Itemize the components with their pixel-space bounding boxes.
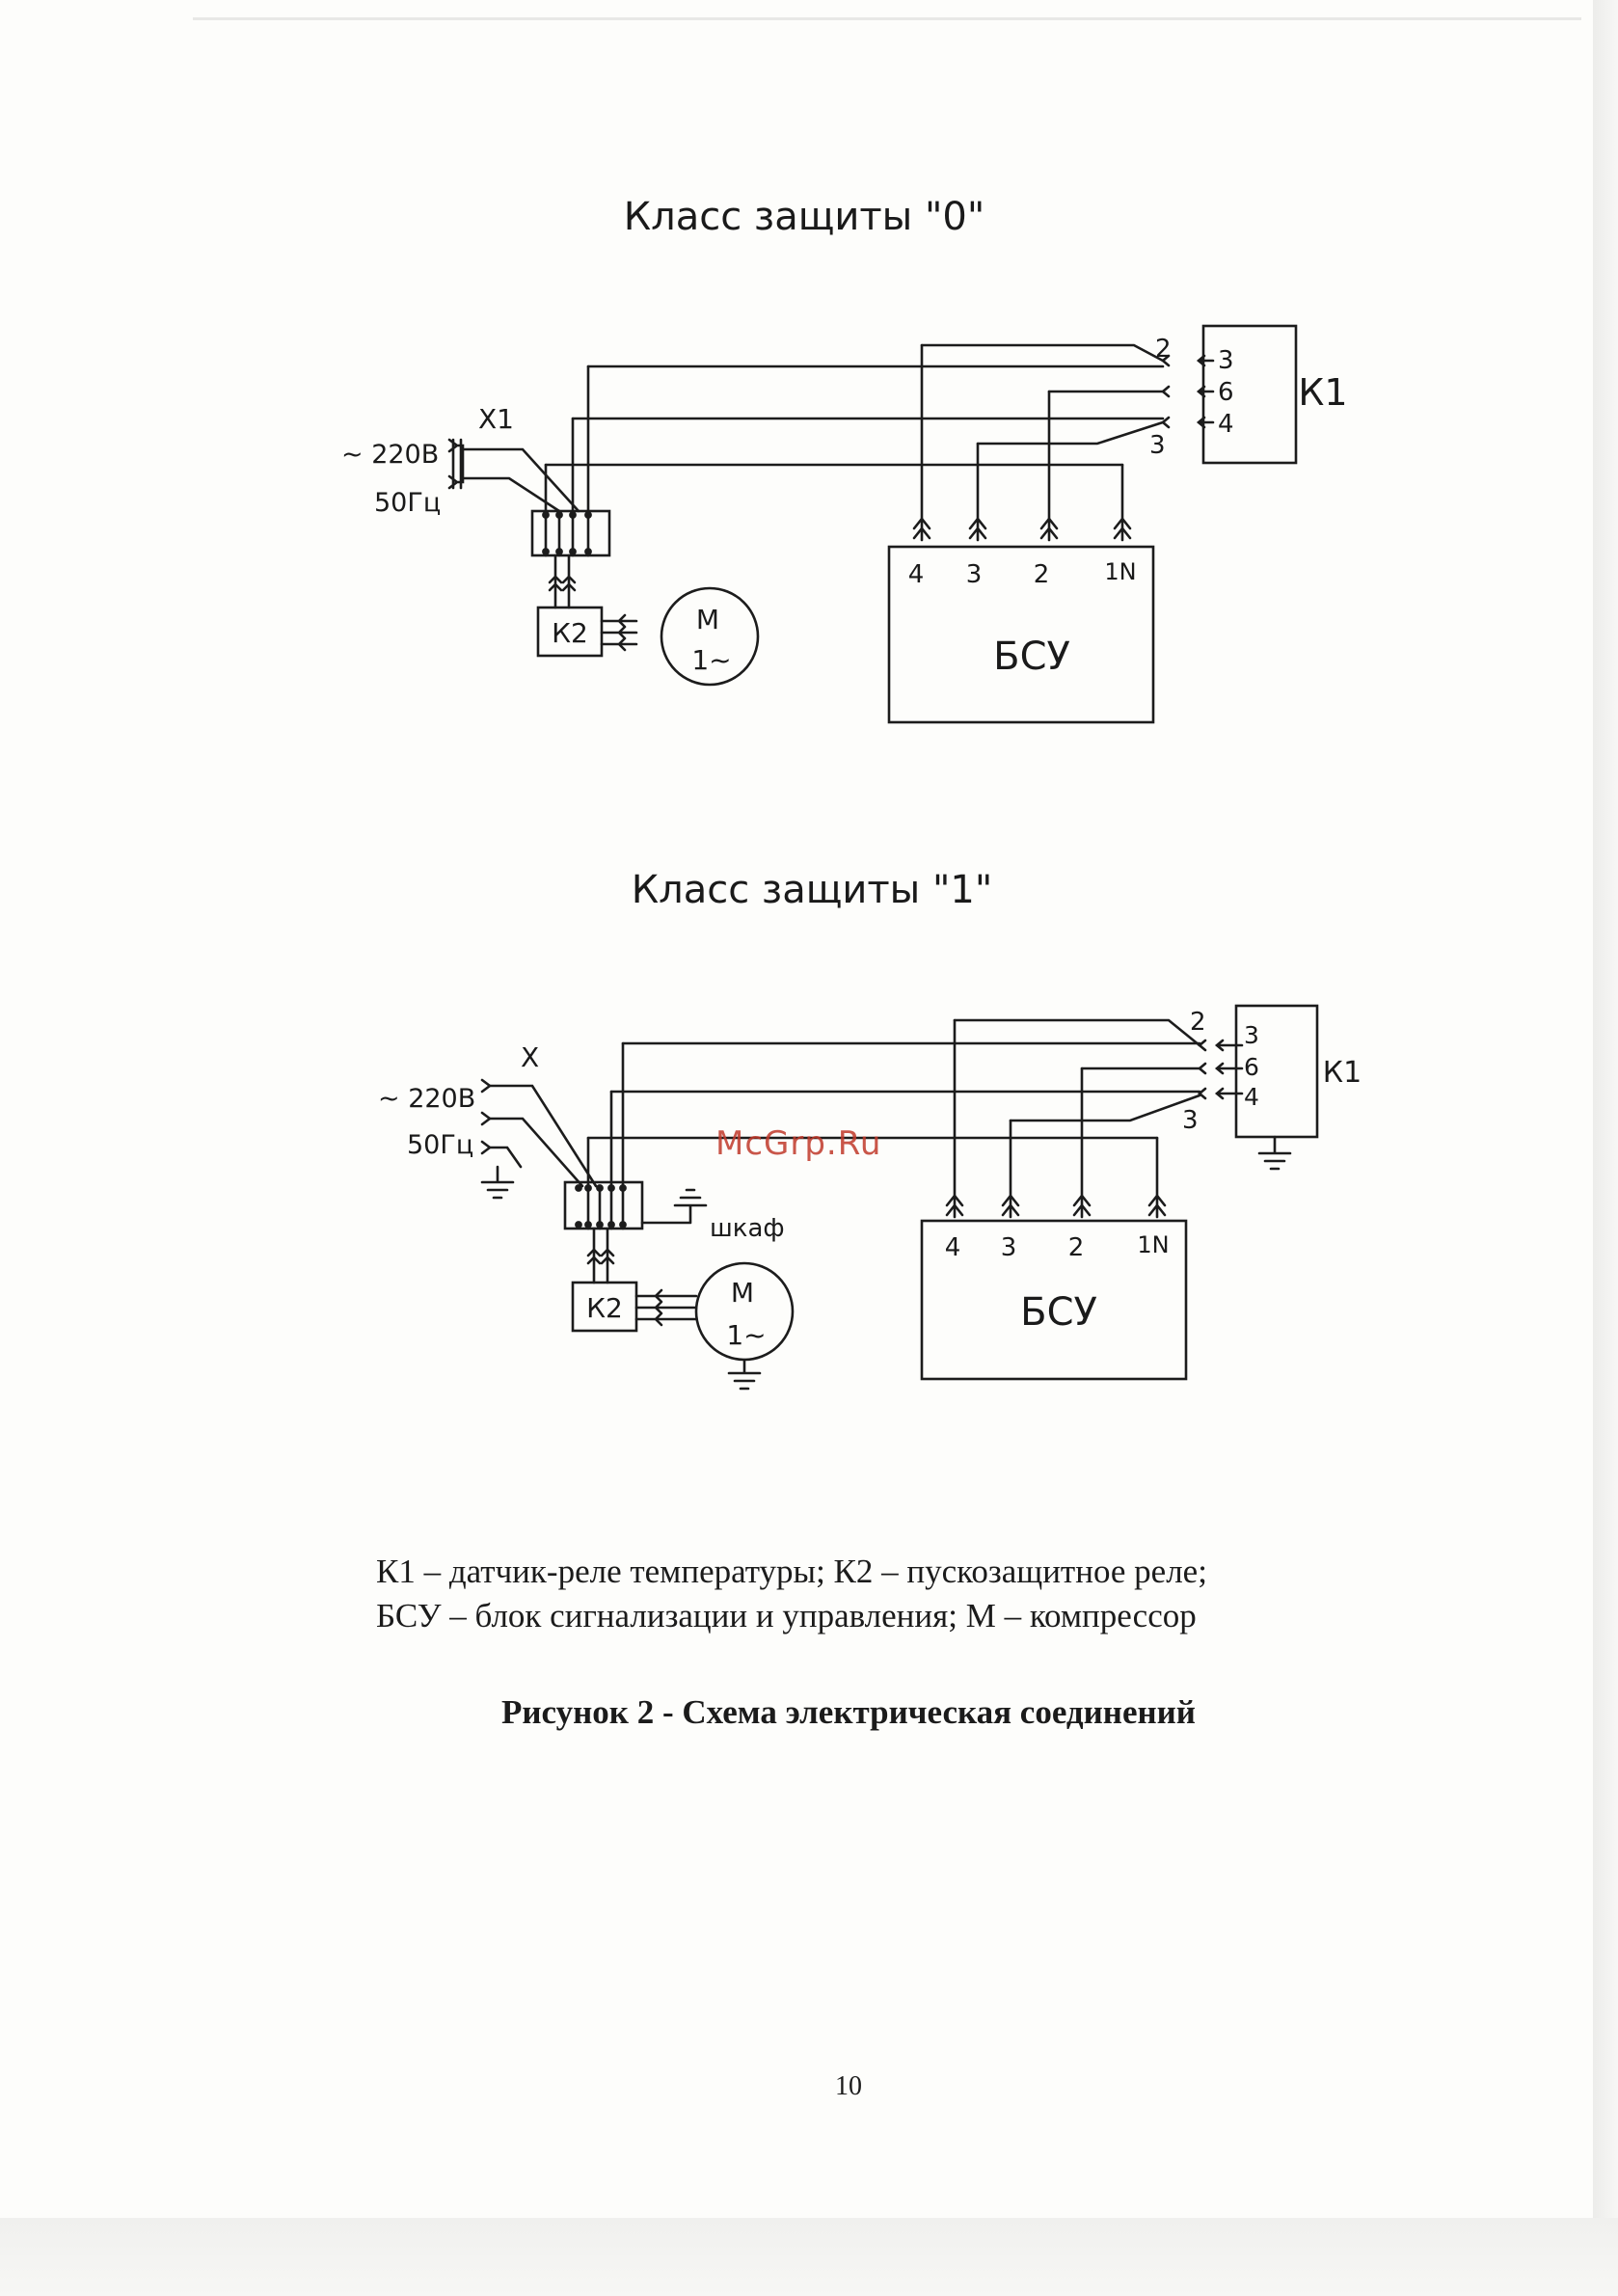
k1-pin: 4 [1244,1083,1259,1111]
bsu-arrows [914,519,1130,538]
bsu-label: БСУ [1020,1290,1097,1335]
supply-voltage: ~ 220В [378,1084,475,1114]
k1-pin: 3 [1218,346,1234,375]
k1-pin: 6 [1218,378,1234,407]
bsu-pin: 3 [1001,1233,1017,1262]
wire [922,345,1163,361]
watermark: McGrp.Ru [715,1124,881,1163]
supply-wires [463,449,579,511]
bsu-wires [955,1020,1157,1217]
legend-line-1: К1 – датчик-реле температуры; К2 – пуско… [376,1553,1207,1591]
ground-icon [729,1360,760,1389]
supply-frequency: 50Гц [374,488,441,518]
k1-pin: 4 [1218,410,1234,439]
x1-lines [546,366,588,555]
k2-arrows [588,1250,613,1263]
k2-motor-wires [636,1290,696,1325]
supply-voltage: ~ 220В [341,440,439,470]
supply-frequency: 50Гц [407,1130,473,1160]
bsu-pin: 2 [1034,560,1050,589]
bsu-pin: 1N [1104,558,1136,585]
diagram-title: Класс защиты "0" [624,195,984,239]
figure-caption: Рисунок 2 - Схема электрическая соединен… [0,1693,1618,1732]
motor-type: 1~ [691,644,731,676]
k1-pin: 3 [1244,1021,1259,1049]
supply-wires [490,1086,596,1186]
bsu-pin: 1N [1137,1231,1169,1258]
wire [978,422,1163,444]
supply-terminals [449,440,463,488]
ground-icon [482,1167,513,1198]
contact-marks [1200,1040,1205,1098]
wire-label: 3 [1182,1106,1199,1135]
cabinet-label: шкаф [710,1214,785,1243]
k2-feed [555,555,569,608]
k2-label: К2 [552,617,588,649]
wire-label: 3 [1149,431,1166,460]
k1-label: К1 [1298,371,1347,414]
bsu-label: БСУ [993,635,1070,679]
bsu-pin: 2 [1068,1233,1085,1262]
connector-label: X1 [478,403,514,435]
k2-arrows [550,577,575,590]
x-lines [588,1043,623,1229]
wire [1011,1095,1200,1121]
k1-arrows [1199,356,1213,427]
bsu-pin: 4 [908,560,925,589]
cabinet-ground-icon [642,1190,706,1223]
supply-terminals [482,1080,490,1153]
k2-motor-wires [602,615,636,650]
bsu-arrows [947,1196,1165,1215]
legend-line-2: БСУ – блок сигнализации и управления; М … [376,1597,1197,1635]
k1-arrows [1217,1040,1242,1098]
motor-type: 1~ [726,1319,766,1351]
diagram-title: Класс защиты "1" [632,868,992,912]
k2-label: К2 [586,1292,623,1324]
k1-label: К1 [1323,1056,1362,1090]
page-number: 10 [0,2071,1618,2102]
wire-label: 2 [1190,1008,1206,1037]
diagram-class-0: Класс защиты "0" К1 3 6 4 2 3 [341,195,1348,722]
k1-pin: 6 [1244,1053,1259,1081]
motor-label: М [731,1277,754,1309]
wire [955,1020,1200,1045]
ground-icon [1259,1137,1290,1169]
bsu-pin: 4 [945,1233,961,1262]
bsu-pin: 3 [966,560,983,589]
connector-label: Х [521,1041,539,1073]
motor-label: М [696,604,719,635]
